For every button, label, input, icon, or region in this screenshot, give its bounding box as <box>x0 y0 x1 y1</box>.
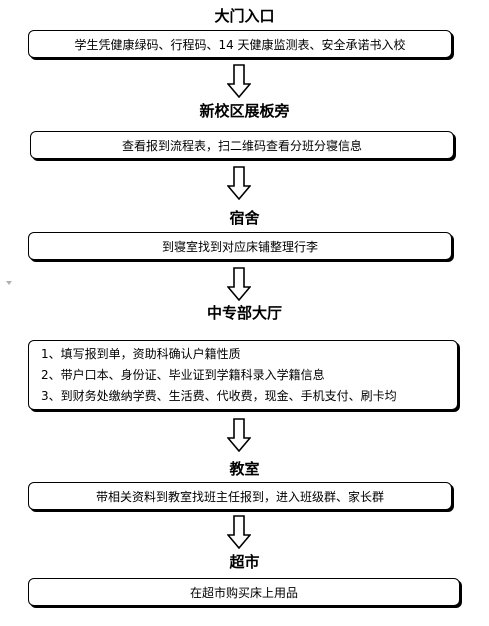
step-text: 查看报到流程表，扫二维码查看分班分寝信息 <box>121 138 362 153</box>
down-arrow-icon <box>227 166 251 200</box>
down-arrow-icon <box>227 267 251 301</box>
step-box-supermarket: 在超市购买床上用品 <box>28 578 460 606</box>
step-title-supermarket: 超市 <box>229 553 260 571</box>
step-box-hall: 1、填写报到单，资助科确认户籍性质 2、带户口本、身份证、毕业证到学籍科录入学籍… <box>28 340 458 410</box>
step-text: 到寝室找到对应床铺整理行李 <box>161 239 318 254</box>
step-box-classroom: 带相关资料到教室找班主任报到，进入班级群、家长群 <box>28 482 452 510</box>
step-text-line-2: 2、带户口本、身份证、毕业证到学籍科录入学籍信息 <box>41 367 325 382</box>
step-title-display-board: 新校区展板旁 <box>199 102 290 120</box>
step-title-entrance: 大门入口 <box>214 7 275 25</box>
step-text: 带相关资料到教室找班主任报到，进入班级群、家长群 <box>95 489 384 504</box>
step-text-line-3: 3、到财务处缴纳学费、生活费、代收费，现金、手机支付、刷卡均 <box>41 388 397 403</box>
down-arrow-icon <box>227 64 251 98</box>
down-arrow-icon <box>227 515 251 549</box>
triangle-marker-icon <box>6 281 12 285</box>
step-text: 学生凭健康绿码、行程码、14 天健康监测表、安全承诺书入校 <box>74 37 406 52</box>
step-title-hall: 中专部大厅 <box>206 304 282 322</box>
step-text: 在超市购买床上用品 <box>189 585 298 600</box>
down-arrow-icon <box>227 418 251 452</box>
step-box-entrance: 学生凭健康绿码、行程码、14 天健康监测表、安全承诺书入校 <box>28 30 452 58</box>
step-title-classroom: 教室 <box>229 460 260 478</box>
step-box-display-board: 查看报到流程表，扫二维码查看分班分寝信息 <box>30 131 454 159</box>
step-text-line-1: 1、填写报到单，资助科确认户籍性质 <box>41 346 241 361</box>
step-box-dormitory: 到寝室找到对应床铺整理行李 <box>28 232 452 260</box>
step-title-dormitory: 宿舍 <box>229 209 260 227</box>
